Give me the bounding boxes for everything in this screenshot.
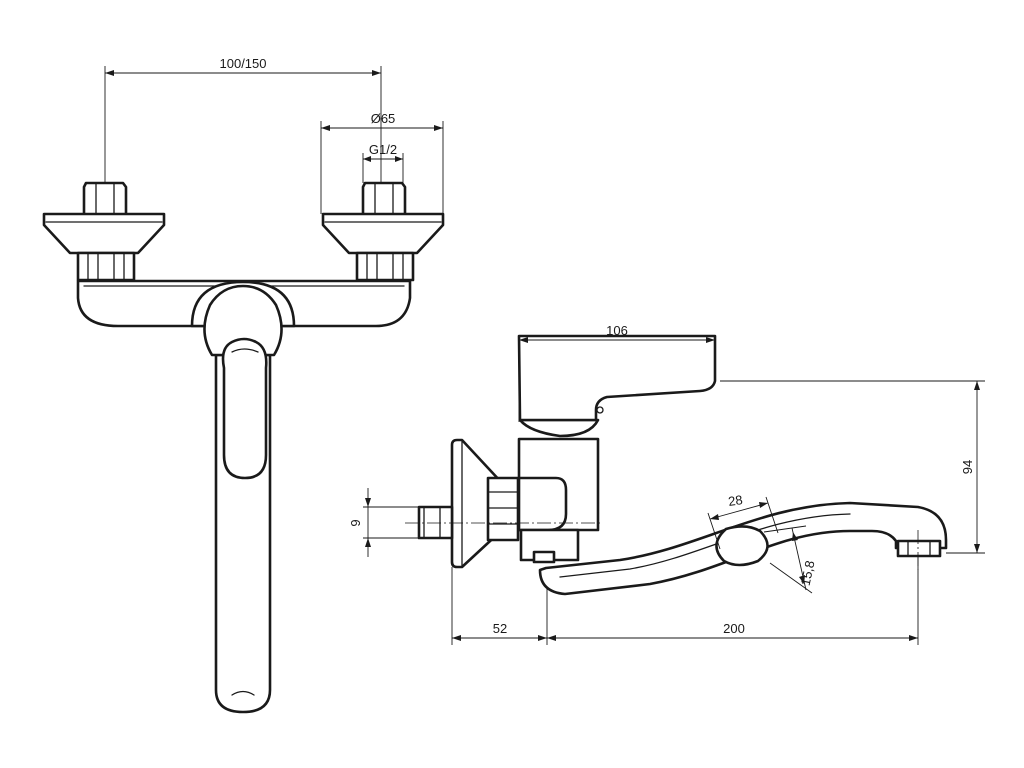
- dimension-centers: 100/150: [104, 56, 382, 183]
- dimension-lever-length: 106: [518, 323, 716, 422]
- dimension-centers-label: 100/150: [220, 56, 267, 71]
- dimension-spout-reach-label: 200: [723, 621, 745, 636]
- dimension-height-label: 94: [960, 460, 975, 474]
- front-mixer-dome: [190, 280, 296, 357]
- dimension-spout-thickness: 15,8: [763, 525, 818, 594]
- left-connector: [42, 181, 166, 282]
- dimension-flange-diameter: Ø65: [320, 111, 444, 214]
- spout-cross-section: [715, 525, 769, 567]
- front-view: 100/150 Ø65 G1/2: [42, 56, 445, 714]
- side-mixer-body: [517, 418, 600, 564]
- dimension-flange-diameter-label: Ø65: [371, 111, 396, 126]
- dimension-spout-width-label: 28: [727, 492, 743, 509]
- dimension-wall-offset: 52: [451, 567, 548, 645]
- dimension-inlet-label: 9: [348, 519, 363, 526]
- dimension-inlet: 9: [348, 488, 419, 557]
- dimension-thread: G1/2: [362, 142, 404, 183]
- dimension-lever-length-label: 106: [606, 323, 628, 338]
- dimension-wall-offset-label: 52: [493, 621, 507, 636]
- side-lever: [517, 334, 717, 422]
- right-connector: [321, 181, 445, 282]
- dimension-spout-width: 28: [707, 492, 779, 550]
- dimension-spout-reach: 200: [547, 556, 919, 645]
- side-inlet-thread: [417, 505, 454, 540]
- dimension-height: 94: [720, 380, 985, 554]
- front-lever: [221, 337, 268, 480]
- dimension-thread-label: G1/2: [369, 142, 397, 157]
- spout-aerator: [896, 539, 942, 558]
- side-view: 106 94 9 28: [348, 323, 985, 645]
- side-nut: [486, 476, 520, 542]
- dimension-spout-thickness-label: 15,8: [798, 559, 818, 587]
